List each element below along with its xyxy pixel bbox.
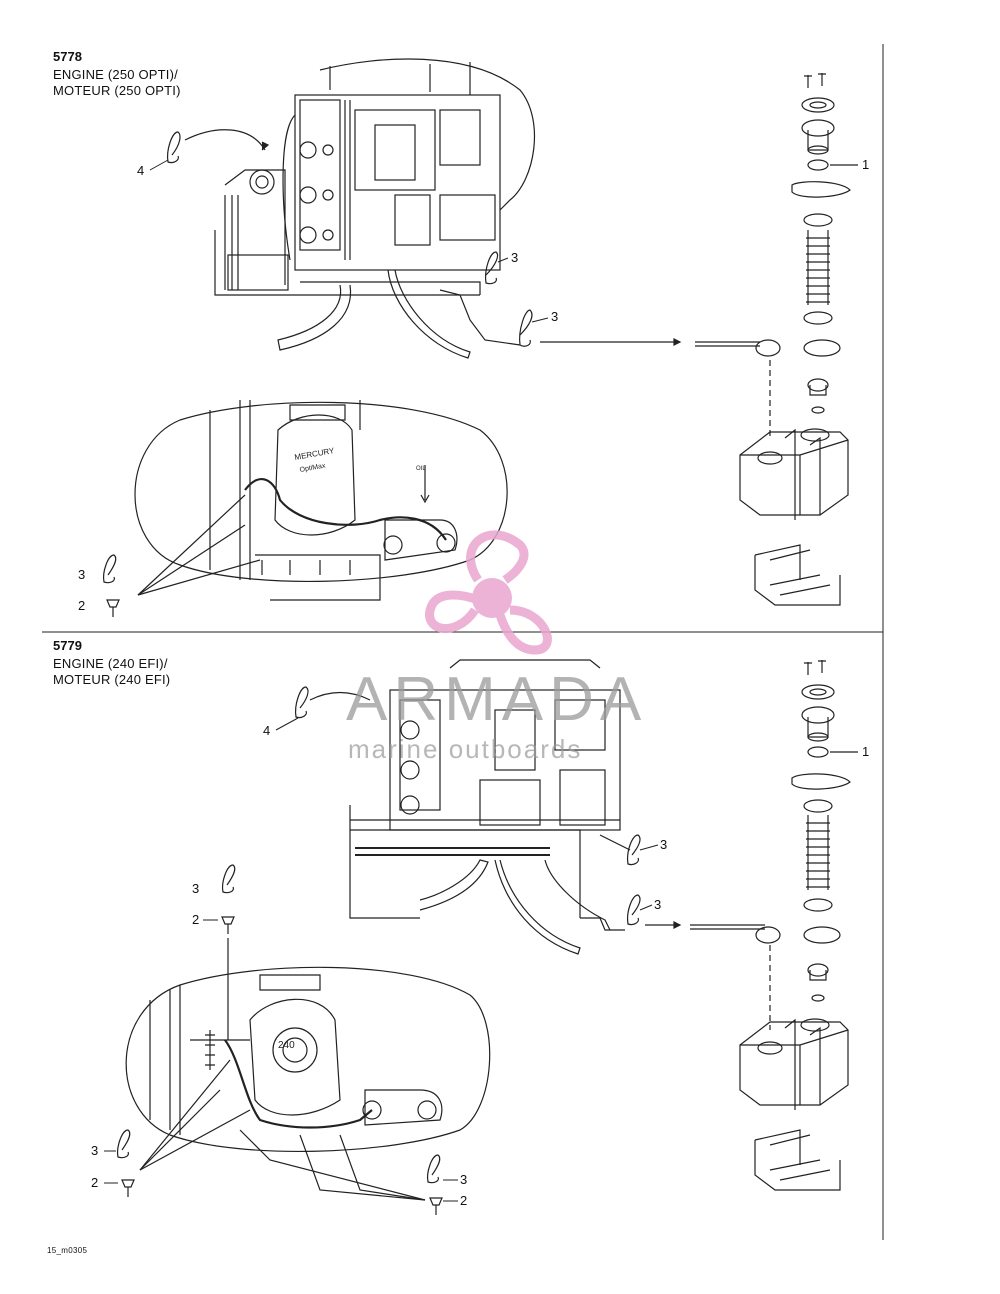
callout-5778-part-3c: 3: [78, 567, 86, 582]
callout-5779-part-3a: 3: [660, 837, 668, 852]
section-title-5778-line1: ENGINE (250 OPTI)/: [53, 67, 178, 82]
callout-5778-part-3b: 3: [551, 309, 559, 324]
callout-5779-part-3e: 3: [460, 1172, 468, 1187]
callout-5779-part-2a: 2: [192, 912, 200, 927]
section-title-5779-line1: ENGINE (240 EFI)/: [53, 656, 168, 671]
fuel-tank-assembly-top: [739, 73, 858, 606]
watermark-tagline: marine outboards: [348, 734, 583, 764]
svg-text:240: 240: [278, 1040, 295, 1051]
fuel-tank-assembly-bottom: [739, 660, 858, 1191]
callout-5778-part-4: 4: [137, 163, 145, 178]
engine-240-efi-illustration: [295, 659, 765, 955]
figure-id: 15_m0305: [47, 1246, 88, 1255]
callout-5778-part-1: 1: [862, 157, 870, 172]
callout-5779-part-2b: 2: [91, 1175, 99, 1190]
callout-5779-part-1: 1: [862, 744, 870, 759]
section-code-5779: 5779: [53, 638, 82, 653]
section-code-5778: 5778: [53, 49, 82, 64]
section-title-5779-line2: MOTEUR (240 EFI): [53, 672, 171, 687]
section-title-5778-line2: MOTEUR (250 OPTI): [53, 83, 181, 98]
callout-5779-part-3b: 3: [654, 897, 662, 912]
svg-text:OIL: OIL: [416, 466, 426, 472]
callout-5779-part-3c: 3: [192, 881, 200, 896]
detail-view-top: MERCURY OptiMax OIL: [103, 400, 508, 617]
engine-250-opti-illustration: [167, 58, 760, 359]
callout-5779-part-4: 4: [263, 723, 271, 738]
callout-5778-part-2: 2: [78, 598, 86, 613]
watermark-brand: ARMADA: [346, 665, 648, 734]
svg-text:OptiMax: OptiMax: [299, 462, 326, 474]
callout-5779-part-3d: 3: [91, 1143, 99, 1158]
callout-5778-part-3a: 3: [511, 250, 519, 265]
detail-view-bottom: 240: [117, 864, 491, 1215]
svg-text:MERCURY: MERCURY: [294, 446, 336, 462]
callout-5779-part-2c: 2: [460, 1193, 468, 1208]
